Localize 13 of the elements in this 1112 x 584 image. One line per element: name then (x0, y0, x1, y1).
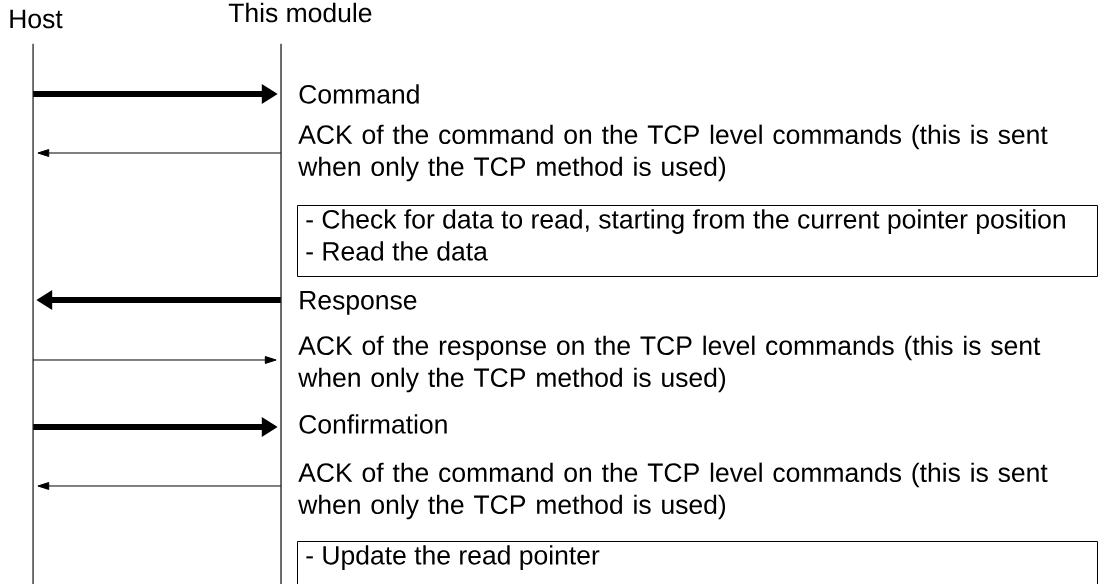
edge-label: ACK of the command on the TCP level commands (this is sent when only the TCP method is used) (298, 462, 1048, 520)
edge-label: ACK of the response on the TCP level commands (this is sent when only the TCP method is used) (298, 335, 1041, 393)
edge-label: Response (300, 291, 417, 315)
arrow (37, 149, 282, 157)
arrow (37, 482, 282, 490)
edge-label: Confirmation (299, 414, 447, 434)
lifeline-heading: This module (228, 2, 372, 23)
edge-label: Command (299, 84, 419, 104)
lifeline-heading: Host (10, 9, 63, 29)
edge-label: ACK of the command on the TCP level commands (this is sent when only the TCP method is used) (298, 124, 1048, 182)
process-box: - Check for data to read, starting from the current pointer position - Read the data (297, 205, 1098, 277)
arrow (32, 356, 277, 364)
process-box: - Update the read pointer (297, 541, 1098, 584)
